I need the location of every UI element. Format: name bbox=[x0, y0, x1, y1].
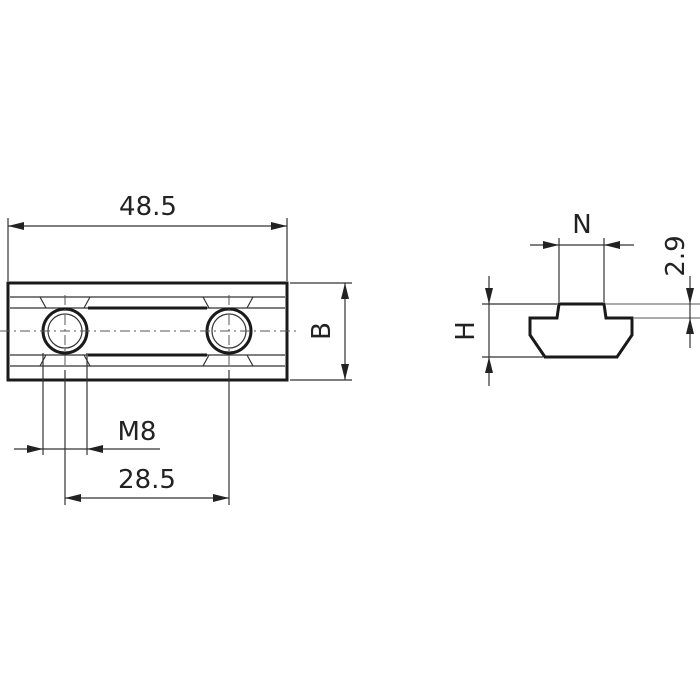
dim-spacing-label: 28.5 bbox=[118, 465, 176, 495]
arrow-b-top bbox=[341, 283, 349, 299]
side-view: N H 2.9 bbox=[451, 210, 700, 386]
arrow-lip-top bbox=[686, 288, 694, 304]
dim-h-label: H bbox=[451, 321, 481, 341]
arrow-n-right bbox=[604, 241, 620, 249]
arrow-spacing-left bbox=[65, 494, 81, 502]
arrow-n-left bbox=[543, 241, 559, 249]
arrow-spacing-right bbox=[213, 494, 229, 502]
arrow-m8-right bbox=[87, 445, 103, 453]
hole-relief-right bbox=[202, 296, 254, 367]
arrow-lip-bottom bbox=[686, 318, 694, 334]
dim-length-label: 48.5 bbox=[119, 192, 177, 222]
dim-n-label: N bbox=[572, 210, 591, 240]
dim-b-label: B bbox=[307, 322, 337, 340]
arrow-h-bottom bbox=[485, 357, 493, 373]
arrow-length-right bbox=[271, 222, 287, 230]
arrow-h-top bbox=[485, 288, 493, 304]
arrow-length-left bbox=[8, 222, 24, 230]
dim-thread-label: M8 bbox=[118, 417, 157, 447]
dim-lip-label: 2.9 bbox=[661, 235, 691, 276]
t-nut-profile bbox=[528, 302, 634, 359]
arrow-b-bottom bbox=[341, 364, 349, 380]
arrow-m8-left bbox=[27, 445, 43, 453]
top-view: 48.5 B M8 28.5 bbox=[0, 192, 352, 505]
